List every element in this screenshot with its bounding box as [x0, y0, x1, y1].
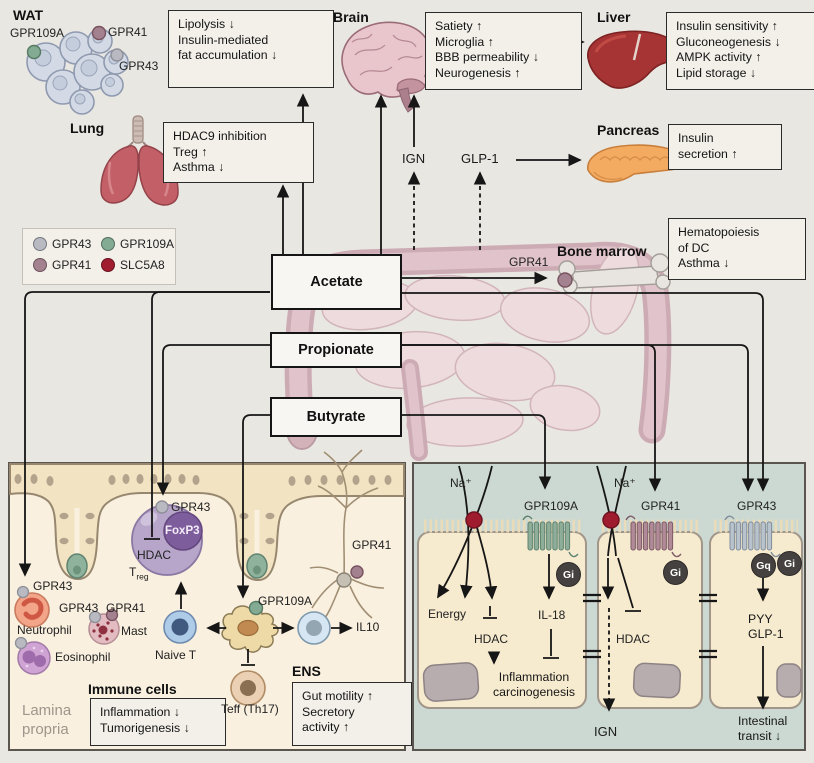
- intestinal-transit-label: Intestinal transit ↓: [738, 714, 788, 744]
- legend-item-slc5a8: SLC5A8: [101, 258, 165, 272]
- pyy-glp1-label: PYY GLP-1: [748, 612, 784, 642]
- bone-icon: [558, 253, 671, 294]
- gpr41-dot-wat: [91, 25, 107, 41]
- energy-label: Energy: [428, 607, 467, 621]
- legend-item-gpr41: GPR41: [33, 258, 91, 272]
- lamina-propria-label: Lamina propria: [22, 702, 72, 738]
- legend-item-gpr43: GPR43: [33, 237, 91, 251]
- brain-icon: [341, 21, 433, 113]
- gpr41-label-neuron: GPR41: [352, 538, 392, 552]
- hdac-label-treg: HDAC: [137, 548, 172, 562]
- hdac-label-1: HDAC: [474, 632, 509, 646]
- ign-label-top: IGN: [402, 151, 426, 166]
- mast-label: Mast: [121, 624, 148, 638]
- gpr43-label-treg: GPR43: [171, 500, 211, 514]
- il18-label: IL-18: [538, 608, 566, 622]
- gpr43-label-wat: GPR43: [119, 59, 159, 73]
- pancreas-title: Pancreas: [597, 122, 660, 138]
- naive-t-label: Naive T: [155, 648, 197, 662]
- butyrate-box: Butyrate: [270, 397, 402, 437]
- gi-protein-3: Gi: [777, 551, 802, 576]
- wat-title: WAT: [13, 7, 44, 23]
- inflammation-label: Inflammation carcinogenesis: [492, 670, 576, 700]
- legend-item-gpr109a: GPR109A: [101, 237, 174, 251]
- il10-label: IL10: [356, 620, 380, 634]
- eosinophil-label: Eosinophil: [55, 650, 111, 664]
- immune-effects-box: Inflammation ↓ Tumorigenesis ↓: [90, 698, 226, 746]
- treg-label: Treg: [129, 565, 149, 582]
- gpr41-label-epithelium: GPR41: [641, 499, 681, 513]
- na-label-1: Na⁺: [450, 476, 472, 490]
- gpr41-dot-bone: [557, 272, 573, 288]
- na-label-2: Na⁺: [614, 476, 636, 490]
- liver-icon: [587, 30, 679, 89]
- propionate-box: Propionate: [270, 332, 402, 368]
- lung-effects-box: HDAC9 inhibition Treg ↑ Asthma ↓: [163, 122, 314, 183]
- receptor-legend: GPR43 GPR41 GPR109A SLC5A8: [22, 228, 176, 285]
- gpr43-legend-dot: [33, 237, 47, 251]
- slc5a8-legend-dot: [101, 258, 115, 272]
- gpr109a-label-dc: GPR109A: [258, 594, 313, 608]
- gpr109a-label-epithelium: GPR109A: [524, 499, 579, 513]
- immune-cells-title: Immune cells: [88, 681, 177, 697]
- gpr41-label-mast: GPR41: [106, 601, 146, 615]
- gpr109a-dot-wat: [26, 44, 42, 60]
- lung-title: Lung: [70, 120, 105, 136]
- gpr43-label-mast: GPR43: [59, 601, 99, 615]
- ens-effects-box: Gut motility ↑ Secretory activity ↑: [292, 682, 412, 746]
- teff-label: Teff (Th17): [221, 702, 279, 716]
- bone-marrow-title: Bone marrow: [557, 243, 647, 259]
- acetate-box: Acetate: [271, 254, 402, 310]
- brain-effects-box: Satiety ↑ Microglia ↑ BBB permeability ↓…: [425, 12, 582, 90]
- gq-protein: Gq: [751, 553, 776, 578]
- foxp3-label: FoxP3: [165, 525, 200, 537]
- wat-adipocytes-icon: [26, 28, 129, 115]
- gpr41-legend-dot: [33, 258, 47, 272]
- gi-protein-2: Gi: [663, 560, 688, 585]
- pancreas-effects-box: Insulin secretion ↑: [668, 124, 782, 170]
- wat-effects-box: Lipolysis ↓ Insulin-mediated fat accumul…: [168, 10, 334, 88]
- brain-title: Brain: [333, 9, 369, 25]
- gpr43-label-neutrophil: GPR43: [33, 579, 73, 593]
- neutrophil-label: Neutrophil: [17, 623, 72, 637]
- ign-label-bottom: IGN: [594, 724, 618, 739]
- gpr43-label-epithelium: GPR43: [737, 499, 777, 513]
- gpr41-label-wat: GPR41: [108, 25, 148, 39]
- liver-effects-box: Insulin sensitivity ↑ Gluconeogenesis ↓ …: [666, 12, 814, 90]
- gpr109a-legend-dot: [101, 237, 115, 251]
- liver-title: Liver: [597, 9, 631, 25]
- ens-title: ENS: [292, 663, 321, 679]
- glp1-label-top: GLP-1: [461, 151, 499, 166]
- gpr109a-label-wat: GPR109A: [10, 26, 65, 40]
- hdac-label-2: HDAC: [616, 632, 651, 646]
- gi-protein-1: Gi: [556, 562, 581, 587]
- bone-marrow-effects-box: Hematopoiesis of DC Asthma ↓: [668, 218, 806, 280]
- gpr41-label-bone: GPR41: [509, 255, 549, 269]
